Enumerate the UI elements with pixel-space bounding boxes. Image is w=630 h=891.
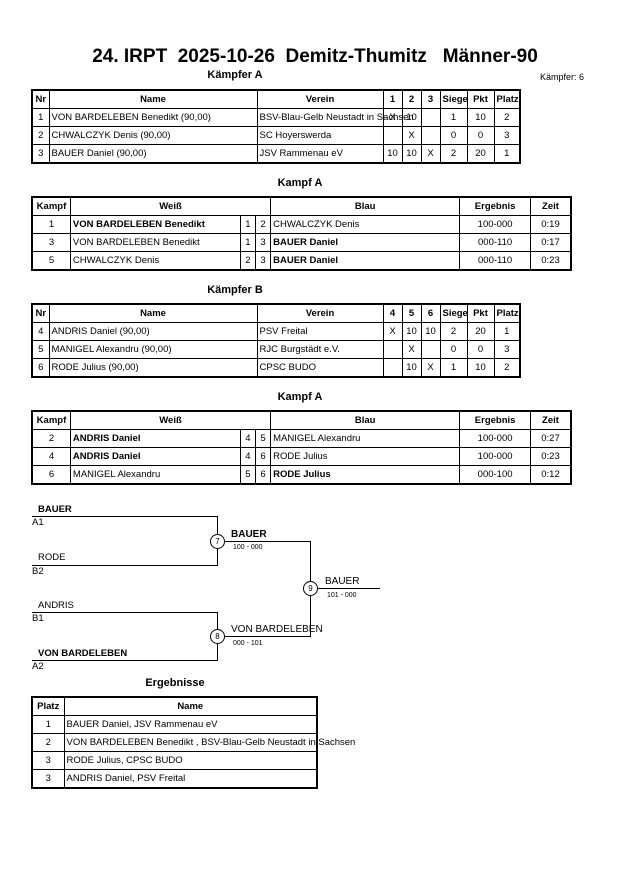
- cell-name: VON BARDELEBEN Benedikt , BSV-Blau-Gelb …: [63, 733, 355, 752]
- cell-blau-nr: 3: [254, 251, 272, 271]
- bracket-sf1-bottom-name: RODE: [38, 552, 66, 563]
- table-row: 3 RODE Julius, CPSC BUDO: [31, 751, 318, 770]
- bracket-final-score: 101 - 000: [327, 592, 357, 599]
- cell-platz: 3: [31, 751, 65, 770]
- cell-blau-nr: 6: [254, 465, 272, 485]
- col-platz: Platz: [31, 696, 65, 716]
- cell-zeit: 0:17: [530, 233, 572, 252]
- kampf-a-label: Kampf A: [277, 177, 323, 189]
- cell-zeit: 0:23: [530, 447, 572, 466]
- bracket-sf1-winner: BAUER: [231, 529, 267, 540]
- cell-blau-nr: 2: [254, 215, 272, 234]
- cell-verein: BSV-Blau-Gelb Neustadt in Sachsen: [256, 108, 414, 127]
- cell-kampf: 5: [31, 251, 71, 271]
- cell-verein: CPSC BUDO: [256, 358, 384, 378]
- table-row: 4 ANDRIS Daniel 4 6 RODE Julius 100-000 …: [31, 447, 572, 466]
- cell-name: RODE Julius, CPSC BUDO: [63, 751, 318, 770]
- table-header-row: Platz Name: [31, 696, 318, 716]
- bracket-sf1-top-name: BAUER: [38, 504, 72, 515]
- kampf-b-label: Kampf A: [277, 391, 323, 403]
- cell-zeit: 0:12: [530, 465, 572, 485]
- fighter-count: Kämpfer: 6: [540, 72, 585, 82]
- table-row: 3 VON BARDELEBEN Benedikt 1 3 BAUER Dani…: [31, 233, 572, 252]
- group-b-table: Nr Name Verein 4 5 6 Siege Pkt Platz 4 A…: [31, 303, 521, 378]
- bracket-sf2-top-code: B1: [32, 613, 44, 624]
- table-row: 2 VON BARDELEBEN Benedikt , BSV-Blau-Gel…: [31, 733, 355, 752]
- bracket-sf2-out-line: [217, 588, 311, 637]
- cell-verein: RJC Burgstädt e.V.: [256, 340, 384, 359]
- bracket-sf2-winner: VON BARDELEBEN: [231, 624, 323, 635]
- cell-pkt: 0: [466, 340, 495, 359]
- cell-ergebnis: 000-110: [459, 233, 531, 252]
- table-row: 6 RODE Julius (90,00) CPSC BUDO 10 X 1 1…: [31, 358, 521, 378]
- cell-ergebnis: 000-100: [459, 465, 531, 485]
- cell-name: BAUER Daniel, JSV Rammenau eV: [63, 715, 318, 734]
- cell-weiss: CHWALCZYK Denis: [69, 251, 241, 271]
- cell-platz: 2: [493, 358, 521, 378]
- group-a-label: Kämpfer A: [207, 69, 263, 81]
- bracket-sf2-top-name: ANDRIS: [38, 600, 74, 611]
- cell-round: 10: [382, 144, 403, 164]
- cell-platz: 1: [31, 715, 65, 734]
- cell-round: X: [420, 144, 441, 164]
- cell-verein: SC Hoyerswerda: [256, 126, 384, 145]
- cell-platz: 1: [493, 144, 521, 164]
- cell-platz: 3: [493, 126, 521, 145]
- cell-name: RODE Julius (90,00): [48, 358, 258, 378]
- cell-blau: RODE Julius: [270, 465, 461, 485]
- table-header-row: Nr Name Verein 4 5 6 Siege Pkt Platz: [31, 303, 521, 323]
- cell-zeit: 0:23: [530, 251, 572, 271]
- bracket-sf1-score: 100 - 000: [233, 544, 263, 551]
- cell-ergebnis: 000-110: [459, 251, 531, 271]
- bracket-sf1-out-line: [217, 541, 311, 589]
- table-row: 2 CHWALCZYK Denis (90,00) SC Hoyerswerda…: [31, 126, 521, 145]
- bracket-final-number: 9: [303, 581, 318, 596]
- bracket-final-winner: BAUER: [325, 576, 360, 587]
- bracket-sf1-bottom-code: B2: [32, 566, 44, 577]
- cell-blau-nr: 3: [254, 233, 272, 252]
- bracket-sf2-bottom-code: A2: [32, 661, 44, 672]
- cell-blau: BAUER Daniel: [270, 251, 461, 271]
- cell-siege: 0: [439, 126, 468, 145]
- group-a-table: Nr Name Verein 1 2 3 Siege Pkt Platz 1 V…: [31, 89, 521, 164]
- cell-blau-nr: 5: [254, 429, 272, 448]
- results-label: Ergebnisse: [145, 677, 205, 689]
- table-row: 5 MANIGEL Alexandru (90,00) RJC Burgstäd…: [31, 340, 521, 359]
- group-b-label: Kämpfer B: [207, 284, 263, 296]
- cell-weiss: MANIGEL Alexandru: [69, 465, 241, 485]
- table-row: 3 BAUER Daniel (90,00) JSV Rammenau eV 1…: [31, 144, 521, 164]
- table-row: 5 CHWALCZYK Denis 2 3 BAUER Daniel 000-1…: [31, 251, 572, 271]
- table-row: 1 BAUER Daniel, JSV Rammenau eV: [31, 715, 318, 734]
- cell-name: ANDRIS Daniel, PSV Freital: [63, 769, 318, 789]
- table-row: 1 VON BARDELEBEN Benedikt (90,00) BSV-Bl…: [31, 108, 521, 127]
- col-name: Name: [63, 696, 318, 716]
- cell-platz: 2: [31, 733, 65, 752]
- cell-kampf: 3: [31, 233, 71, 252]
- cell-blau: RODE Julius: [270, 447, 461, 466]
- page-title: 24. IRPT 2025-10-26 Demitz-Thumitz Männe…: [92, 46, 538, 67]
- bracket-sf1-number: 7: [210, 534, 225, 549]
- bracket-sf2-bottom-name: VON BARDELEBEN: [38, 648, 128, 659]
- table-row: 2 ANDRIS Daniel 4 5 MANIGEL Alexandru 10…: [31, 429, 572, 448]
- cell-platz: 3: [493, 340, 521, 359]
- cell-ergebnis: 100-000: [459, 447, 531, 466]
- cell-name: MANIGEL Alexandru (90,00): [48, 340, 258, 359]
- cell-kampf: 6: [31, 465, 71, 485]
- kampf-b-table: Kampf Weiß Blau Ergebnis Zeit 2 ANDRIS D…: [31, 410, 572, 485]
- cell-kampf: 4: [31, 447, 71, 466]
- cell-round: 10: [401, 358, 422, 378]
- cell-blau-nr: 6: [254, 447, 272, 466]
- cell-verein: JSV Rammenau eV: [256, 144, 384, 164]
- bracket-sf1-top-code: A1: [32, 517, 44, 528]
- cell-blau: BAUER Daniel: [270, 233, 461, 252]
- table-row: 3 ANDRIS Daniel, PSV Freital: [31, 769, 318, 789]
- kampf-a-table: Kampf Weiß Blau Ergebnis Zeit 1 VON BARD…: [31, 196, 572, 271]
- cell-platz: 3: [31, 769, 65, 789]
- results-table: Platz Name 1 BAUER Daniel, JSV Rammenau …: [31, 696, 355, 789]
- bracket-sf2-number: 8: [210, 629, 225, 644]
- bracket-sf2-score: 000 - 101: [233, 640, 263, 647]
- table-row: 6 MANIGEL Alexandru 5 6 RODE Julius 000-…: [31, 465, 572, 485]
